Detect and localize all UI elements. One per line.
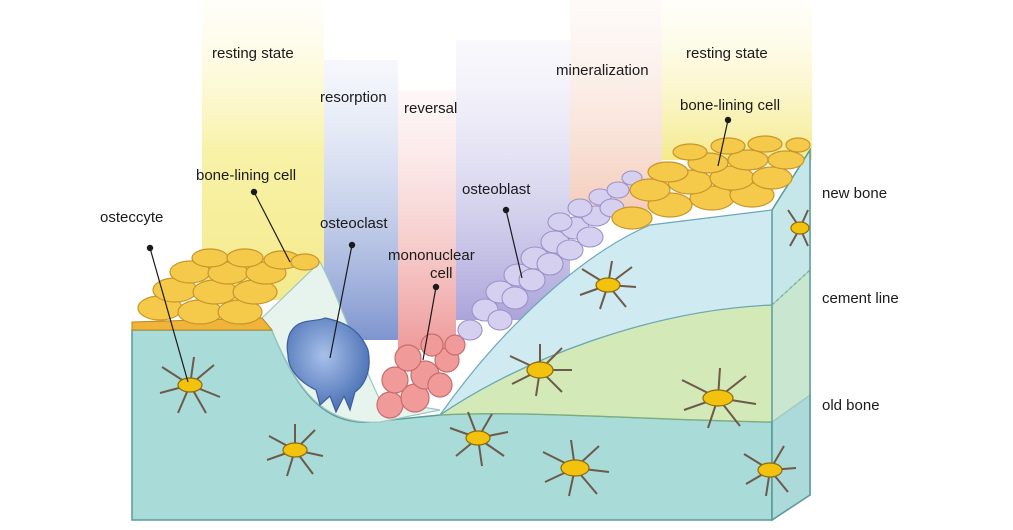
lining-cells-left (137, 248, 320, 325)
lining-cell (629, 178, 671, 202)
leader-dot (250, 188, 258, 196)
lining-cell (611, 206, 653, 230)
label-bone-lining-left: bone-lining cell (196, 167, 296, 184)
mononuclear-cell (394, 344, 422, 372)
lining-cell (751, 166, 793, 190)
label-resting-right: resting state (686, 45, 768, 62)
label-bone-lining-right: bone-lining cell (680, 97, 780, 114)
osteoblast-cell (501, 286, 529, 310)
leader-osteocyte (149, 247, 189, 383)
label-mononuclear-line2: cell (430, 265, 453, 282)
osteoblast-cell (606, 181, 630, 199)
lining-cell (290, 253, 320, 271)
osteocyte (743, 445, 797, 497)
leader-lining-right (717, 119, 729, 167)
label-resting-left: resting state (212, 45, 294, 62)
osteoclast-body (286, 317, 370, 414)
band-resorption (324, 60, 398, 340)
bone-block (131, 147, 811, 522)
osteoblast-cell (487, 309, 513, 331)
mononuclear-cell (376, 391, 404, 419)
osteoclast-cell (286, 317, 370, 414)
osteocyte (542, 439, 610, 497)
leader-mononuclear (422, 286, 437, 361)
label-mineralization: mineralization (556, 62, 649, 79)
label-cement-line: cement line (822, 290, 899, 307)
label-resorption: resorption (320, 89, 387, 106)
phase-bands (202, 0, 812, 350)
lining-cell (710, 137, 746, 155)
lining-cell (191, 248, 229, 268)
lining-cell (672, 143, 708, 161)
osteoblast-cell (576, 226, 604, 248)
label-osteoblast: osteoblast (462, 181, 531, 198)
layer-labels: new bone cement line old bone (822, 185, 899, 414)
band-resting-right (662, 0, 812, 160)
leader-osteoblast (505, 209, 523, 279)
label-mononuclear-line1: mononuclear (388, 247, 475, 264)
mononuclear-cell (381, 366, 409, 394)
osteoblast-cell (567, 198, 593, 218)
leader-lining-left (253, 191, 291, 263)
osteocyte (266, 424, 324, 477)
osteoblast-cell (547, 212, 573, 232)
label-osteocyte: osteccyte (100, 209, 163, 226)
mononuclear-cell (427, 372, 453, 398)
osteocyte (449, 411, 509, 467)
osteocyte (787, 209, 810, 247)
osteoblast-cell (556, 239, 584, 261)
label-old-bone: old bone (822, 397, 880, 414)
lining-cell (767, 150, 805, 170)
lining-cell (226, 248, 264, 268)
osteoblast-cell (536, 252, 564, 276)
leader-dot (348, 241, 356, 249)
osteocyte (509, 344, 572, 397)
phase-labels: resting state resorption reversal minera… (212, 45, 768, 117)
cement-line-edge (771, 269, 811, 306)
leader-dot (724, 116, 732, 124)
leader-dot (502, 206, 510, 214)
band-reversal (398, 90, 456, 350)
leader-dot (432, 283, 440, 291)
osteocytes (159, 209, 810, 497)
lining-cell (785, 137, 811, 153)
lining-cell (647, 161, 689, 183)
leader-osteoclast (329, 244, 353, 359)
lining-cells-right (611, 135, 811, 230)
band-resting-left (202, 0, 324, 300)
osteocyte (159, 356, 221, 414)
label-reversal: reversal (404, 100, 457, 117)
mononuclear-cell (444, 334, 466, 356)
osteoblast-cells (457, 170, 643, 341)
band-mineralization (570, 0, 662, 210)
osteoblast-cell (518, 268, 546, 292)
cell-labels: bone-lining cell osteccyte osteoclast mo… (100, 97, 780, 282)
osteocyte (579, 260, 637, 310)
lining-cell (747, 135, 783, 153)
leader-lines (146, 116, 732, 383)
osteocyte (681, 367, 757, 429)
label-new-bone: new bone (822, 185, 887, 202)
leader-dot (146, 244, 154, 252)
osteoblast-cell (457, 319, 483, 341)
label-osteoclast: osteoclast (320, 215, 388, 232)
